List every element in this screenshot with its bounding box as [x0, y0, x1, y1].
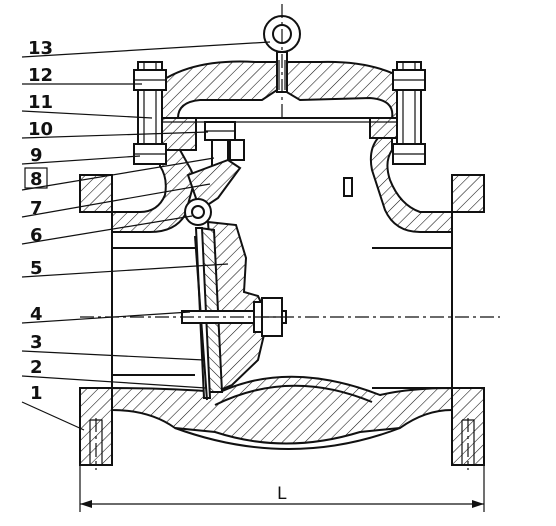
outlet-bore	[372, 247, 452, 389]
callout-11: 11	[28, 92, 53, 113]
callout-5: 5	[30, 258, 43, 279]
flange-bolt-hole-right	[461, 419, 475, 465]
callout-13: 13	[28, 38, 53, 59]
right-flange	[451, 174, 485, 213]
hinge-pin-inner	[191, 205, 205, 219]
inlet-bore	[112, 247, 195, 376]
arrow-right	[472, 500, 484, 508]
body-bore-bottom-curve	[214, 384, 373, 406]
callout-1: 1	[30, 383, 43, 404]
hinge-nut-2	[229, 139, 245, 161]
callout-2: 2	[30, 357, 43, 378]
callout-10: 10	[28, 119, 53, 140]
callout-9: 9	[30, 145, 43, 166]
arrow-left	[80, 500, 92, 508]
leader-lines	[21, 41, 271, 431]
callout-12: 12	[28, 65, 53, 86]
body-boss	[343, 177, 353, 197]
body-outer-bottom-curve	[174, 427, 401, 450]
body-bore-line	[111, 232, 453, 388]
callout-4: 4	[30, 304, 43, 325]
callout-7: 7	[30, 198, 43, 219]
callout-6: 6	[30, 225, 43, 246]
dimension-label: L	[277, 484, 287, 504]
callout-labels: 13 12 11 10 9 8 7 6 5 4 3 2 1	[24, 38, 53, 404]
bonnet-bolt-left	[133, 61, 167, 165]
body-upper-left	[111, 149, 195, 233]
bonnet-bolt-right	[392, 61, 426, 165]
dimension-L: L	[79, 465, 485, 512]
callout-3: 3	[30, 332, 43, 353]
callout-8-box	[24, 167, 48, 189]
callout-8: 8	[30, 169, 43, 190]
flange-bolt-hole-left	[89, 419, 103, 465]
